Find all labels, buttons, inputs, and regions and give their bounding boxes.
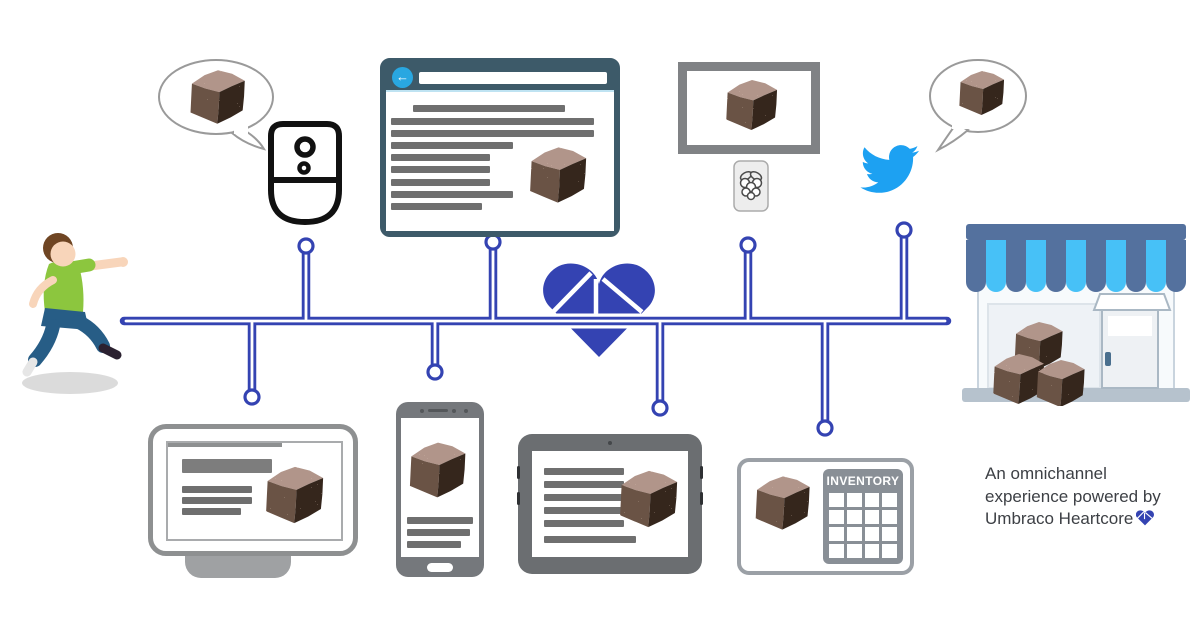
caption-text: An omnichannel experience powered by Umb…	[985, 463, 1187, 531]
store-awning	[966, 240, 1186, 292]
smart-display	[148, 424, 358, 556]
inventory-grid-cell	[846, 493, 862, 507]
umbraco-heartcore-logo	[543, 263, 655, 357]
inventory-grid-cell	[882, 510, 897, 524]
brownie-product-image	[718, 76, 786, 134]
brownie-product-image	[402, 438, 474, 502]
twitter-bird-icon	[860, 145, 920, 193]
inventory-grid-cell	[864, 493, 880, 507]
inventory-label: INVENTORY	[826, 474, 900, 488]
connector-node	[243, 388, 261, 406]
brownie-product-image	[748, 472, 818, 534]
inventory-grid-cell	[829, 493, 844, 507]
inventory-grid-cell	[829, 544, 844, 558]
brownie-product-image	[258, 462, 332, 528]
connector-node	[651, 399, 669, 417]
inventory-grid	[829, 493, 897, 558]
inventory-grid-cell	[846, 527, 862, 541]
inventory-grid-cell	[864, 510, 880, 524]
umbraco-heartcore-heart-icon	[1136, 510, 1155, 526]
connector-node	[484, 233, 502, 251]
raspberry-pi-icon	[733, 160, 769, 212]
smart-speaker-icon	[268, 121, 342, 226]
inventory-grid-cell	[829, 510, 844, 524]
brownie-product-image	[953, 67, 1011, 119]
brownie-product-image	[180, 66, 256, 128]
back-arrow-icon: ←	[392, 67, 413, 88]
home-button	[427, 563, 453, 572]
inventory-grid-cell	[846, 544, 862, 558]
connector-node	[426, 363, 444, 381]
inventory-grid-cell	[864, 527, 880, 541]
brownie-product-image	[520, 143, 597, 207]
brownie-product-image	[612, 466, 686, 532]
connector-node	[297, 237, 315, 255]
inventory-grid-cell	[882, 493, 897, 507]
connector-node	[739, 236, 757, 254]
inventory-grid-cell	[864, 544, 880, 558]
inventory-grid-cell	[882, 527, 897, 541]
physical-store-icon	[962, 224, 1190, 406]
browser-toolbar: ←	[386, 64, 614, 90]
connector-node	[895, 221, 913, 239]
inventory-grid-cell	[846, 510, 862, 524]
inventory-card: INVENTORY	[737, 458, 914, 575]
inventory-grid-cell	[829, 527, 844, 541]
caption-label: An omnichannel experience powered by Umb…	[985, 464, 1161, 529]
web-browser-window: ←	[380, 58, 620, 237]
address-bar	[419, 72, 607, 84]
customer-person-icon	[22, 233, 128, 394]
connector-node	[816, 419, 834, 437]
inventory-grid-cell	[882, 544, 897, 558]
inventory-panel: INVENTORY	[823, 469, 903, 564]
